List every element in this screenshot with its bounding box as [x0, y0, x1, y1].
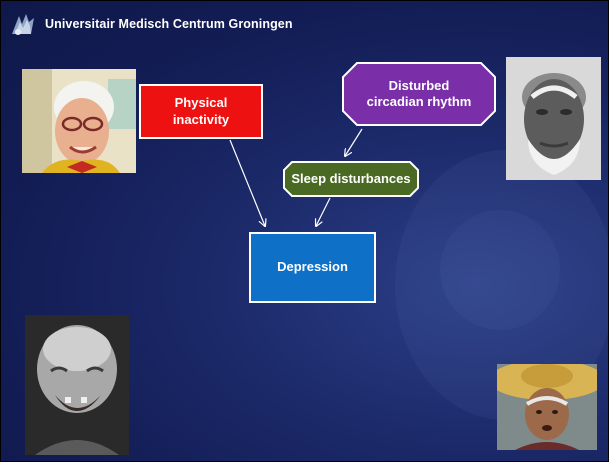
node-depression: Depression	[249, 232, 376, 303]
slide-header: Universitair Medisch Centrum Groningen	[0, 0, 609, 48]
node-circadian-shape	[342, 62, 496, 126]
node-circadian: Disturbed circadian rhythm	[341, 61, 497, 127]
elderly-man-smiling-photo	[25, 315, 129, 455]
elderly-woman-straw-hat-photo	[497, 364, 597, 450]
node-sleep-shape	[283, 161, 419, 197]
background-face-shape	[440, 210, 560, 330]
institution-name: Universitair Medisch Centrum Groningen	[45, 17, 293, 31]
node-depression-label: Depression	[277, 259, 348, 275]
node-circadian-label: Disturbed circadian rhythm	[366, 77, 472, 109]
elderly-woman-glasses-photo	[22, 69, 136, 173]
arrow-sleep-to-depression	[316, 197, 331, 226]
umcg-logo-icon	[12, 14, 34, 35]
node-sleep-disturbances: Sleep disturbances	[282, 160, 420, 198]
node-physical-inactivity-label: Physical inactivity	[172, 95, 230, 127]
elderly-man-beard-photo	[506, 57, 601, 180]
node-physical-inactivity: Physical inactivity	[139, 84, 263, 139]
arrow-physical-to-depression	[229, 139, 265, 226]
node-sleep-disturbances-label: Sleep disturbances	[291, 170, 411, 186]
arrow-circadian-to-sleep	[345, 128, 363, 156]
